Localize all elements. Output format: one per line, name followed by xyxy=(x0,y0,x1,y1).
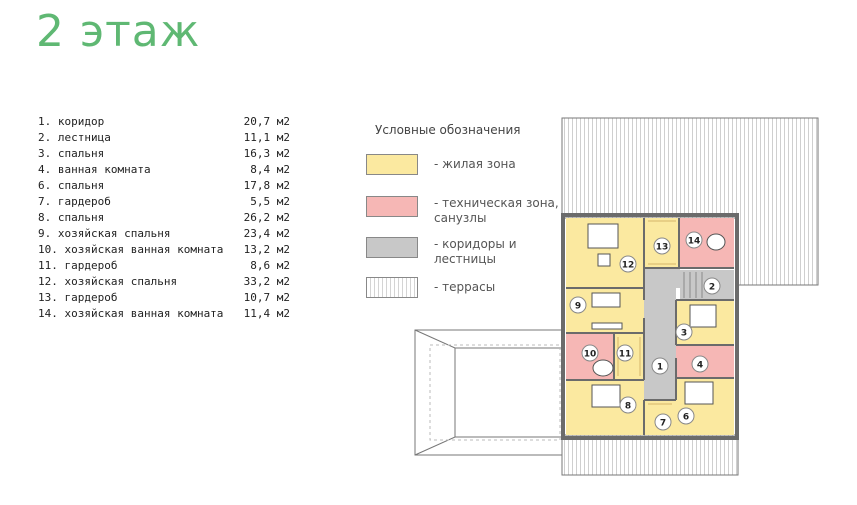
room-area: 5,5 м2 xyxy=(250,195,290,208)
room-label: 10. хозяйская ванная комната xyxy=(38,243,224,256)
stairs xyxy=(683,272,703,298)
room-area: 13,2 м2 xyxy=(243,243,290,256)
room-list: 1. коридор 20,7 м2 2. лестница 11,1 м2 3. … xyxy=(38,114,290,322)
list-item: 3. спальня 16,3 м2 xyxy=(38,146,290,162)
room-label: 9. хозяйская спальня xyxy=(38,227,171,240)
room-area: 20,7 м2 xyxy=(243,115,290,128)
list-item: 8. спальня 26,2 м2 xyxy=(38,210,290,226)
room-label: 12. хозяйская спальня xyxy=(38,275,178,288)
room-number-4: 4 xyxy=(697,361,703,371)
room-number-7: 7 xyxy=(660,419,666,429)
exterior-wall xyxy=(561,213,739,440)
room-label: 6. спальня xyxy=(38,179,105,192)
room-number-6: 6 xyxy=(683,413,689,423)
room-area: 23,4 м2 xyxy=(243,227,290,240)
list-item: 9. хозяйская спальня 23,4 м2 xyxy=(38,226,290,242)
legend-item-terrace: - террасы xyxy=(366,277,564,298)
list-item: 2. лестница 11,1 м2 xyxy=(38,130,290,146)
room-number-3: 3 xyxy=(681,329,687,339)
room-number-11: 11 xyxy=(619,350,632,360)
room-area: 8,4 м2 xyxy=(250,163,290,176)
list-item: 6. спальня 17,8 м2 xyxy=(38,178,290,194)
list-item: 13. гардероб 10,7 м2 xyxy=(38,290,290,306)
room-area: 11,4 м2 xyxy=(243,307,290,320)
room-area: 16,3 м2 xyxy=(243,147,290,160)
room-number-1: 1 xyxy=(657,363,663,373)
list-item: 7. гардероб 5,5 м2 xyxy=(38,194,290,210)
room-label: 2. лестница xyxy=(38,131,111,144)
room-markers: 1 2 3 4 6 7 8 9 10 11 12 13 14 xyxy=(569,231,721,431)
room-label: 11. гардероб xyxy=(38,259,118,272)
room-number-8: 8 xyxy=(625,402,631,412)
room-label: 4. ванная комната xyxy=(38,163,151,176)
list-item: 14. хозяйская ванная комната 11,4 м2 xyxy=(38,306,290,322)
legend-label: - коридоры и лестницы xyxy=(434,237,517,266)
legend-item-living: - жилая зона xyxy=(366,154,564,175)
roof-dashed xyxy=(429,344,561,441)
page-title: 2 этаж xyxy=(36,6,201,57)
room-area: 11,1 м2 xyxy=(243,131,290,144)
roof-left xyxy=(414,329,563,456)
room-number-12: 12 xyxy=(622,261,635,271)
legend-item-technical: - техническая зона, санузлы xyxy=(366,196,564,226)
room-area: 26,2 м2 xyxy=(243,211,290,224)
room-area: 17,8 м2 xyxy=(243,179,290,192)
room-label: 8. спальня xyxy=(38,211,105,224)
legend-swatch xyxy=(366,237,418,258)
list-item: 1. коридор 20,7 м2 xyxy=(38,114,290,130)
legend-swatch xyxy=(366,277,418,298)
room-area: 10,7 м2 xyxy=(243,291,290,304)
room-label: 3. спальня xyxy=(38,147,105,160)
room-label: 1. коридор xyxy=(38,115,105,128)
legend-label: - террасы xyxy=(434,280,496,294)
corridor-1 xyxy=(644,288,676,400)
list-item: 12. хозяйская спальня 33,2 м2 xyxy=(38,274,290,290)
room-area: 33,2 м2 xyxy=(243,275,290,288)
room-label: 13. гардероб xyxy=(38,291,118,304)
legend-label: - техническая зона, санузлы xyxy=(434,196,559,225)
room-number-10: 10 xyxy=(584,350,597,360)
room-number-2: 2 xyxy=(709,283,715,293)
list-item: 4. ванная комната 8,4 м2 xyxy=(38,162,290,178)
room-area: 8,6 м2 xyxy=(250,259,290,272)
room-label: 14. хозяйская ванная комната xyxy=(38,307,224,320)
list-item: 11. гардероб 8,6 м2 xyxy=(38,258,290,274)
corridor-hall xyxy=(644,268,680,288)
list-item: 10. хозяйская ванная комната 13,2 м2 xyxy=(38,242,290,258)
legend-label: - жилая зона xyxy=(434,157,516,171)
legend-item-corridor: - коридоры и лестницы xyxy=(366,237,564,267)
legend-swatch xyxy=(366,196,418,217)
furniture xyxy=(587,223,726,408)
room-label: 7. гардероб xyxy=(38,195,111,208)
interior-walls xyxy=(566,218,734,435)
terrace-bottom xyxy=(561,434,739,476)
room-number-13: 13 xyxy=(656,243,669,253)
room-number-9: 9 xyxy=(575,302,581,312)
room-number-14: 14 xyxy=(688,237,701,247)
legend-title: Условные обозначения xyxy=(375,123,521,137)
legend-swatch xyxy=(366,154,418,175)
